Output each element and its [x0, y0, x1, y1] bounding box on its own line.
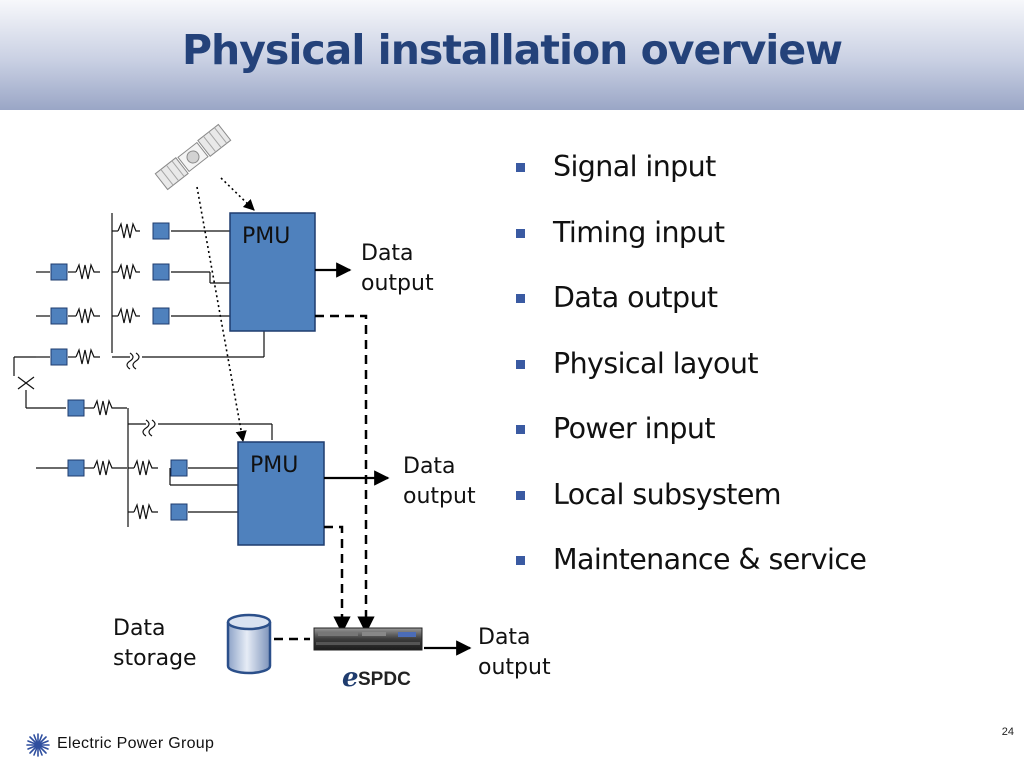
bullet-square-icon	[516, 228, 525, 238]
company-logo-icon	[26, 733, 50, 757]
svg-text:e: e	[342, 663, 359, 693]
bullet-square-icon	[516, 359, 525, 369]
brand-name: Electric Power Group	[57, 735, 215, 752]
title-banner	[0, 0, 1024, 110]
substation-network-bottom	[36, 399, 273, 527]
pmu-top-label: PMU	[242, 224, 290, 249]
dashed-link	[324, 525, 351, 634]
substation-network-top	[13, 213, 265, 409]
pmu-box-bottom	[237, 441, 325, 546]
slide-title: Physical installation overview	[181, 26, 843, 74]
espdc-logo: e SPDC	[342, 663, 411, 693]
bullet-square-icon	[516, 556, 525, 565]
satellite-icon	[154, 123, 232, 191]
page-number: 24	[1001, 726, 1014, 738]
timing-signal-line	[196, 186, 247, 443]
bullet-square-icon	[516, 294, 525, 303]
bullet-square-icon	[516, 490, 525, 500]
bullet-square-icon	[516, 425, 525, 434]
svg-text:SPDC: SPDC	[358, 669, 411, 690]
pmu-box-top	[229, 212, 316, 332]
dashed-link	[315, 314, 375, 634]
current-transformer-icon	[50, 222, 170, 366]
current-transformer-icon	[67, 399, 188, 521]
timing-signal-line	[220, 177, 255, 211]
bullet-square-icon	[516, 163, 525, 172]
pdc-device-icon	[313, 627, 423, 651]
database-icon	[226, 613, 272, 675]
pmu-bottom-label: PMU	[250, 453, 298, 478]
